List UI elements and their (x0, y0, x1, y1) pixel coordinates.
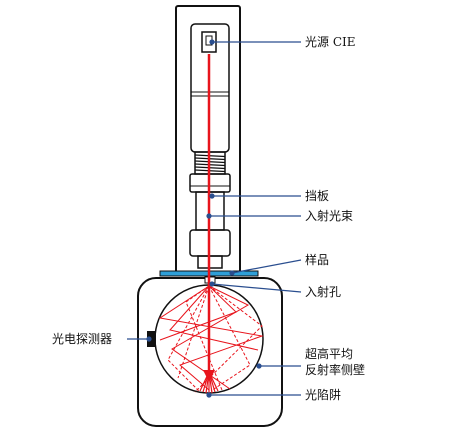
label-entrance-port: 入射孔 (305, 285, 342, 299)
label-sphere-wall-line2: 反射率侧壁 (305, 363, 366, 377)
label-light-source: 光源 CIE (305, 35, 356, 49)
label-photodetector: 光电探测器 (52, 332, 113, 346)
label-sample: 样品 (305, 253, 330, 267)
callout-lines (127, 39, 302, 398)
label-incident-beam: 入射光束 (305, 209, 354, 223)
label-sphere-wall-line1: 超高平均 (305, 347, 354, 361)
label-baffle: 挡板 (305, 189, 330, 203)
beam-arrowhead (203, 370, 215, 382)
label-light-trap: 光陷阱 (305, 388, 342, 402)
